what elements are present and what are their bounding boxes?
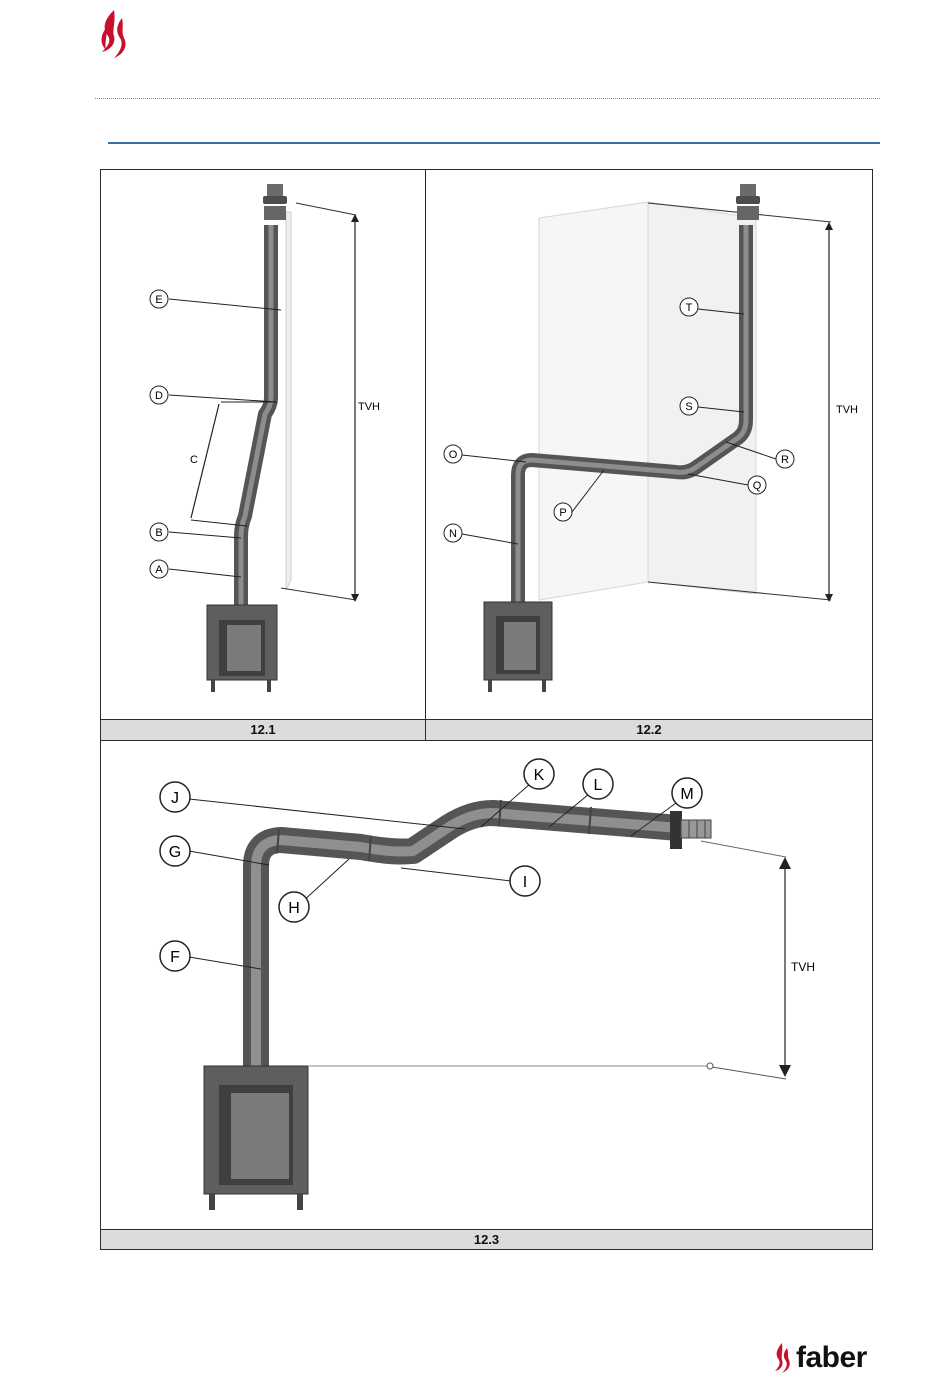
figure-12-1: E D C B A TVH bbox=[101, 170, 426, 719]
callout-g: G bbox=[160, 836, 190, 866]
faber-logo: faber bbox=[770, 1340, 880, 1376]
faber-wordmark: faber bbox=[796, 1340, 867, 1376]
callout-q: Q bbox=[748, 476, 766, 494]
svg-text:T: T bbox=[686, 302, 693, 314]
callout-n: N bbox=[444, 524, 462, 542]
callout-f: F bbox=[160, 941, 190, 971]
svg-text:L: L bbox=[594, 777, 603, 794]
callout-l: L bbox=[583, 769, 613, 799]
caption-12-3: 12.3 bbox=[101, 1229, 872, 1249]
svg-text:S: S bbox=[685, 401, 692, 413]
flame-icon bbox=[770, 1342, 794, 1374]
tvh-label: TVH bbox=[791, 960, 815, 974]
callout-i: I bbox=[510, 866, 540, 896]
caption-12-2: 12.2 bbox=[426, 719, 872, 740]
callout-s: S bbox=[680, 397, 698, 415]
callout-a: A bbox=[150, 560, 168, 578]
figure-12-2: T S O R Q P N bbox=[426, 170, 872, 719]
svg-text:Q: Q bbox=[753, 480, 762, 492]
flame-logo-icon bbox=[94, 8, 134, 60]
callout-h: H bbox=[279, 892, 309, 922]
callout-b: B bbox=[150, 523, 168, 541]
svg-text:D: D bbox=[155, 390, 163, 402]
svg-text:K: K bbox=[534, 767, 545, 784]
callout-j: J bbox=[160, 782, 190, 812]
header-blue-divider bbox=[108, 142, 880, 144]
svg-text:P: P bbox=[559, 507, 566, 519]
svg-text:A: A bbox=[155, 564, 163, 576]
svg-text:I: I bbox=[523, 874, 527, 891]
svg-text:O: O bbox=[449, 449, 458, 461]
callout-p: P bbox=[554, 503, 572, 521]
svg-text:M: M bbox=[680, 786, 693, 803]
callout-m: M bbox=[672, 778, 702, 808]
svg-text:N: N bbox=[449, 528, 457, 540]
callout-t: T bbox=[680, 298, 698, 316]
svg-text:F: F bbox=[170, 949, 180, 966]
svg-text:B: B bbox=[155, 527, 162, 539]
figure-12-3: J K L M G I H bbox=[101, 740, 872, 1229]
tvh-label: TVH bbox=[358, 401, 380, 413]
caption-12-1: 12.1 bbox=[101, 719, 426, 740]
svg-text:G: G bbox=[169, 844, 181, 861]
svg-text:E: E bbox=[155, 294, 162, 306]
callout-c: C bbox=[190, 454, 198, 466]
svg-text:H: H bbox=[288, 900, 300, 917]
callout-r: R bbox=[776, 450, 794, 468]
figure-table: E D C B A TVH bbox=[100, 169, 873, 1250]
callout-o: O bbox=[444, 445, 462, 463]
callout-k: K bbox=[524, 759, 554, 789]
callout-e: E bbox=[150, 290, 168, 308]
tvh-label: TVH bbox=[836, 404, 858, 416]
header-dotted-divider bbox=[95, 98, 880, 99]
svg-text:J: J bbox=[171, 790, 179, 807]
callout-d: D bbox=[150, 386, 168, 404]
svg-text:R: R bbox=[781, 454, 789, 466]
